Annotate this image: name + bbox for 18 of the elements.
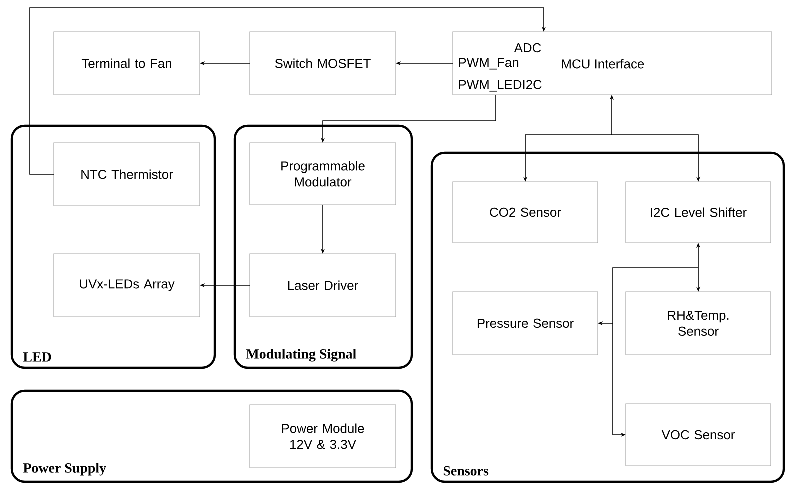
block-box: Terminal to Fan bbox=[54, 32, 200, 96]
block-box: CO2 Sensor bbox=[452, 182, 598, 244]
block-box: RH&Temp. Sensor bbox=[626, 292, 772, 356]
block-box: Pressure Sensor bbox=[452, 292, 598, 356]
pin-label: PWM_Fan bbox=[459, 58, 519, 70]
arrow bbox=[30, 8, 546, 175]
block-box: I2C Level Shifter bbox=[626, 182, 772, 244]
block-box: UVx-LEDs Array bbox=[54, 254, 200, 318]
pin-label: ADC bbox=[514, 43, 542, 53]
block-box: Laser Driver bbox=[250, 254, 396, 318]
interface-box bbox=[452, 32, 772, 96]
block-box: NTC Thermistor bbox=[54, 142, 200, 206]
block-box: Switch MOSFET bbox=[250, 32, 396, 96]
box-label: MCU Interface bbox=[562, 59, 644, 69]
block-box: VOC Sensor bbox=[626, 404, 772, 466]
block-box: Programmable Modulator bbox=[250, 142, 396, 206]
pin-label: PWM_LEDI2C bbox=[459, 80, 542, 92]
block-box: Power Module 12V & 3.3V bbox=[250, 404, 396, 468]
